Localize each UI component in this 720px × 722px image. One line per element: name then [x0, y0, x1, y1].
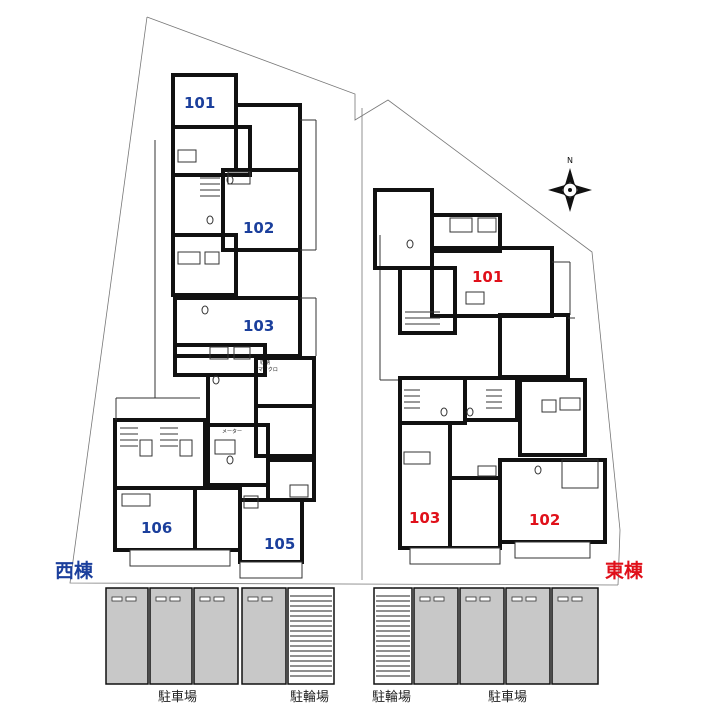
e103-label: 103: [409, 509, 440, 527]
e101-living: [430, 246, 554, 318]
parking-space: [193, 587, 239, 685]
w-stair-core: [206, 373, 258, 427]
parking-space: [413, 587, 459, 685]
e102-balcony: [514, 541, 591, 559]
w101-label: 101: [184, 94, 215, 112]
west-building-label: 西棟: [55, 559, 94, 582]
e102-label: 102: [529, 511, 560, 529]
w103-label: 103: [243, 317, 274, 335]
w106-label: 106: [141, 519, 172, 537]
e101-room: [498, 313, 570, 379]
parking-space: [105, 587, 149, 685]
w103-living: [173, 296, 302, 358]
w103-note-1: 収納: [260, 359, 270, 366]
parking-space: [241, 587, 287, 685]
parking-space: [149, 587, 193, 685]
w101-living: [234, 103, 302, 172]
east-car-parking-label: 駐車場: [488, 690, 527, 705]
east-building: 101 102 103: [373, 188, 607, 565]
e103-room: [398, 421, 452, 550]
w102-label: 102: [243, 219, 274, 237]
w103-note-2: マイクロ: [258, 367, 278, 373]
east-bike-parking-label: 駐輪場: [372, 689, 411, 705]
w106-balcony: [129, 549, 231, 567]
e103-wet-area: [398, 376, 467, 425]
bicycle-parking-area: [373, 587, 413, 685]
e101-wet-area: [430, 213, 502, 253]
e103-living: [448, 476, 502, 550]
compass-icon: N: [548, 156, 592, 212]
west-car-parking-label: 駐車場: [158, 690, 197, 705]
west-parking: 駐車場 駐輪場: [105, 587, 335, 705]
e102-wet-area: [518, 378, 587, 457]
w101-wet-area: [171, 125, 252, 177]
e101-label: 101: [472, 268, 503, 286]
e-fixtures: [403, 217, 599, 489]
e-room-a: [373, 188, 434, 270]
compass-north-label: N: [567, 156, 573, 165]
w102-room2: [234, 248, 302, 300]
e-mid-wet-area: [463, 376, 519, 422]
parking-space: [505, 587, 551, 685]
w102-room: [171, 233, 238, 297]
w103-wet-area: [173, 343, 267, 377]
w106-room: [193, 486, 242, 552]
west-bike-parking-label: 駐輪場: [290, 689, 329, 705]
w105-label: 105: [264, 535, 295, 553]
east-parking: 駐輪場 駐車場: [372, 587, 599, 705]
west-building: 101 102 103 105 106 収納 マイクロ メーター: [113, 73, 317, 579]
bicycle-parking-area: [287, 587, 335, 685]
site-boundary: [69, 16, 621, 586]
e-stair-core: [398, 266, 457, 335]
e102-living: [498, 458, 607, 544]
parking-space: [551, 587, 599, 685]
w106-meter-note: メーター: [222, 428, 242, 435]
w105-wet-area: [206, 423, 270, 487]
w105-balcony: [239, 561, 303, 579]
w-fixtures: [120, 149, 309, 509]
e103-balcony: [409, 547, 501, 565]
w105-kitchen: [266, 458, 316, 502]
w105-room: [254, 404, 316, 458]
parking-space: [459, 587, 505, 685]
east-building-label: 東棟: [605, 559, 644, 582]
